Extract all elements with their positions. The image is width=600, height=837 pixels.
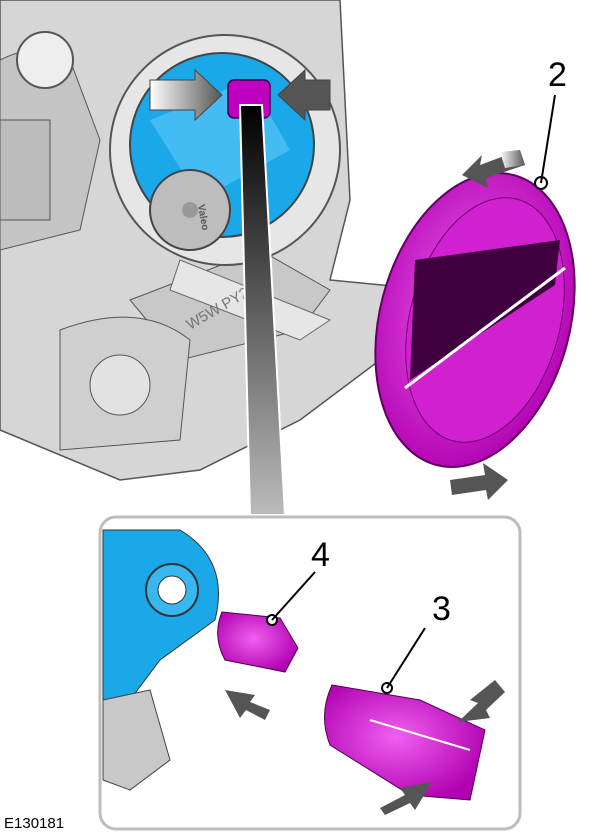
rotate-arrow-top — [462, 150, 525, 188]
callout-label-2: 2 — [548, 56, 567, 94]
callout-line-4 — [271, 571, 316, 621]
figure-reference: E130181 — [4, 815, 65, 832]
socket-brand-text: Valeo — [195, 204, 210, 232]
leader-line — [238, 104, 287, 516]
squeeze-arrow-left — [149, 68, 223, 122]
holder-squeeze-arrow-top — [458, 680, 505, 722]
bulb-holder-part — [324, 684, 486, 801]
bulb-push-arrow — [225, 690, 270, 720]
rotate-arrow-bottom — [450, 463, 508, 500]
bulb-part — [217, 611, 299, 673]
holder-squeeze-arrow-bottom — [380, 782, 432, 815]
callout-label-4: 4 — [311, 536, 330, 574]
inset-socket — [102, 529, 219, 791]
callout-line-3 — [386, 627, 426, 689]
squeeze-arrow-right — [277, 68, 331, 122]
headlamp-cover — [374, 172, 576, 468]
callout-label-3: 3 — [432, 590, 451, 628]
callout-line-2 — [540, 94, 556, 184]
